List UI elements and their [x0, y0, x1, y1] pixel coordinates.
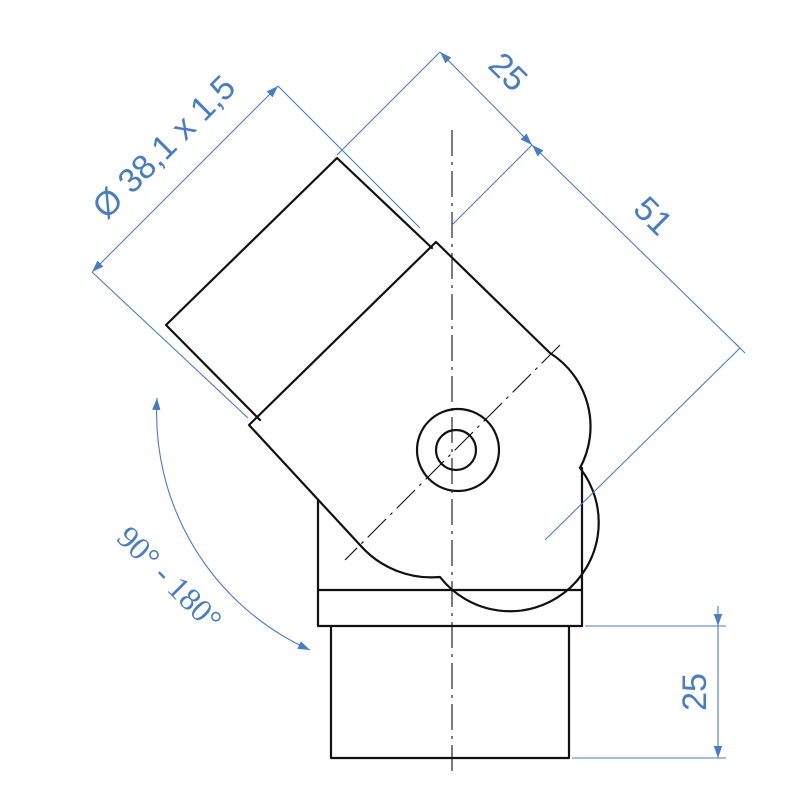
- pivot-bolt-outer: [415, 407, 501, 493]
- center-lines: [344, 130, 561, 775]
- extension-line-51: [544, 347, 741, 541]
- extension-line-51-end: [733, 341, 746, 354]
- offset-top-label: 25: [481, 45, 535, 99]
- swivel-knuckle: [247, 240, 600, 613]
- dimension-lines: [91, 51, 746, 759]
- pivot-bolt-inner: [434, 428, 478, 472]
- lower-body: [316, 466, 584, 592]
- angled-tube: [164, 156, 434, 422]
- bottom-length-label: 25: [676, 673, 714, 711]
- arm-length-label: 51: [626, 189, 680, 243]
- angle-range-label: 90° - 180°: [110, 519, 229, 638]
- bottom-tube: [329, 624, 571, 760]
- extension-line-pivot: [451, 144, 533, 226]
- extension-line-tube-top: [277, 85, 421, 229]
- collar-ring: [316, 588, 584, 628]
- diameter-dimension-line: [91, 85, 279, 273]
- dimension-line-51: [531, 144, 741, 349]
- swivel-joint-part: [164, 156, 600, 760]
- diagonal-centerline: [344, 344, 561, 561]
- dimension-line-25-top: [439, 51, 533, 146]
- extension-line-tube-bottom: [91, 271, 249, 419]
- dimension-labels: Ø 38,1 x 1,5 25 51 25 90° - 180°: [85, 45, 714, 711]
- angle-arc: [152, 397, 311, 651]
- tube-diameter-label: Ø 38,1 x 1,5: [85, 68, 243, 226]
- extension-line-knuckle-edge: [336, 51, 441, 156]
